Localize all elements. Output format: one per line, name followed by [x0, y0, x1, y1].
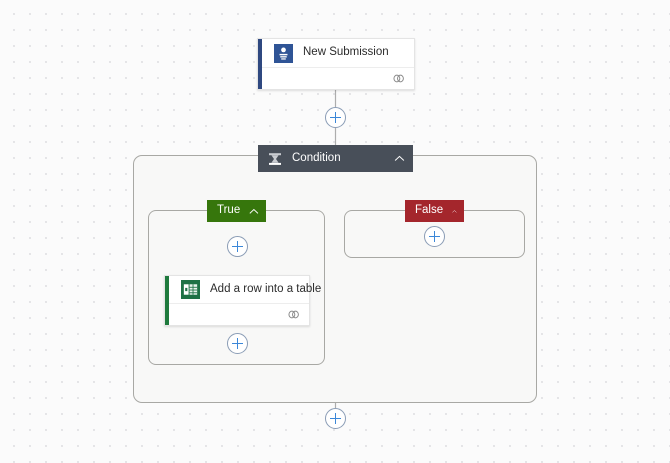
add-step-true-bottom-button[interactable]: [227, 333, 248, 354]
action-card-add-a-row-into-a-table[interactable]: Add a row into a table: [164, 275, 321, 326]
add-step-true-top-button[interactable]: [227, 236, 248, 257]
trigger-card-title: New Submission: [303, 46, 389, 59]
add-step-after-condition-button[interactable]: [325, 408, 346, 429]
trigger-card-new-submission[interactable]: New Submission: [257, 38, 415, 90]
link-icon[interactable]: [392, 73, 405, 84]
condition-node[interactable]: Condition: [258, 145, 413, 172]
branch-tab-false-label: False: [415, 204, 444, 217]
trigger-card-footer: [258, 68, 414, 89]
action-card-footer: [165, 304, 309, 325]
jotform-icon: [274, 43, 293, 63]
add-step-false-button[interactable]: [424, 226, 445, 247]
branch-tab-true[interactable]: True: [207, 200, 266, 222]
link-icon[interactable]: [287, 309, 300, 320]
branch-tab-false[interactable]: False: [405, 200, 464, 222]
excel-icon: [181, 280, 200, 299]
trigger-card-header: New Submission: [258, 39, 414, 68]
add-step-after-trigger-button[interactable]: [325, 107, 346, 128]
action-card-title: Add a row into a table: [210, 282, 322, 295]
chevron-up-icon[interactable]: [452, 208, 457, 215]
chevron-up-icon[interactable]: [249, 208, 259, 215]
chevron-up-icon[interactable]: [394, 155, 405, 162]
condition-node-title: Condition: [292, 151, 341, 164]
card-accent-bar: [258, 39, 262, 89]
branch-tab-true-label: True: [217, 204, 241, 217]
card-accent-bar: [165, 276, 169, 325]
action-card-header: Add a row into a table: [165, 276, 321, 304]
condition-icon: [269, 152, 281, 165]
